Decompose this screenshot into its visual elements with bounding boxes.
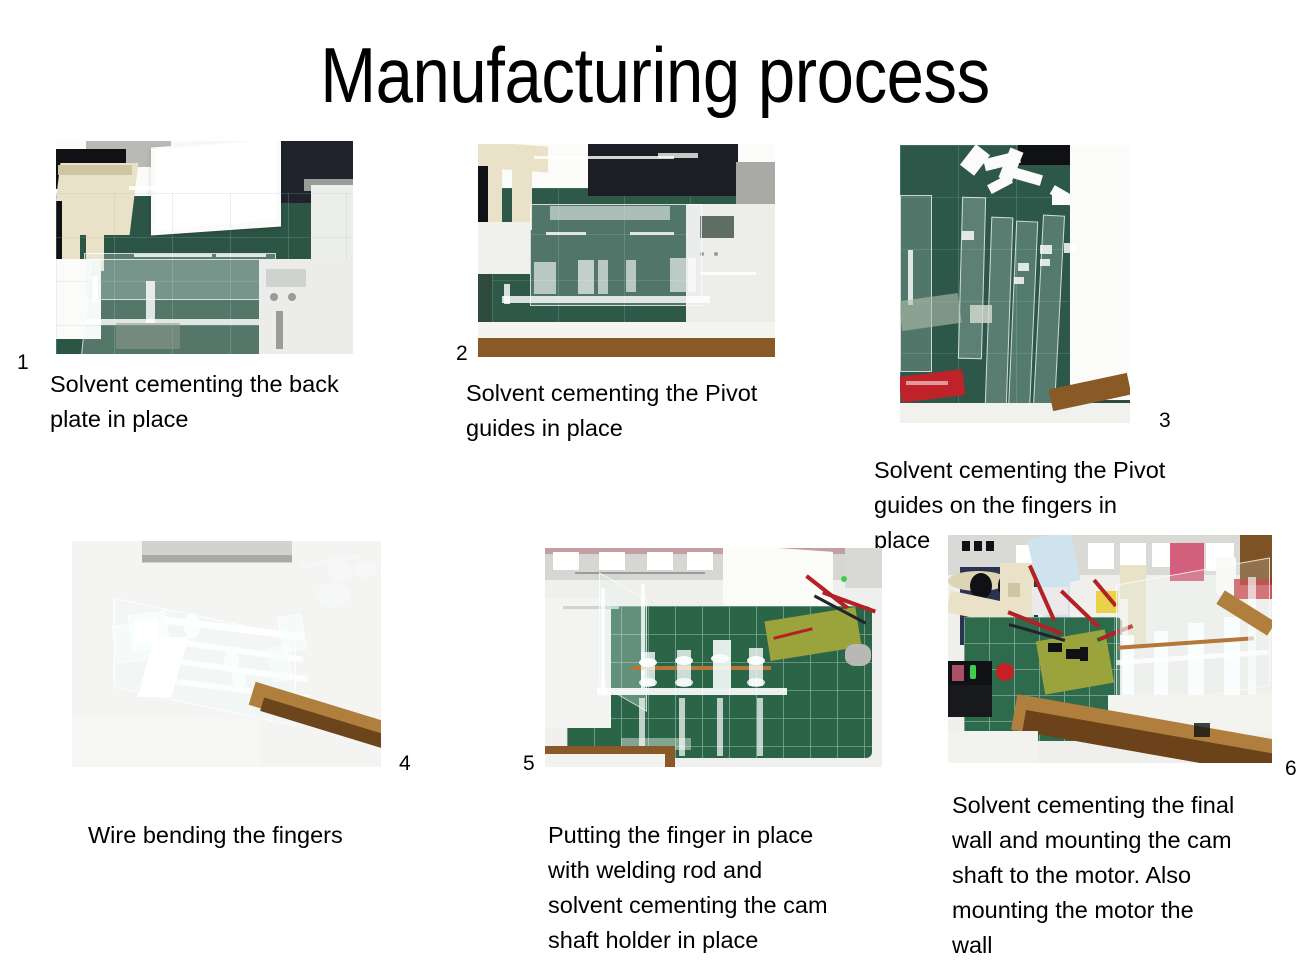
step-photo-4	[72, 541, 381, 767]
step-number-2: 2	[456, 342, 468, 365]
step-number-6: 6	[1285, 757, 1297, 780]
step-caption-5: Putting the finger in place with welding…	[548, 822, 828, 953]
step-photo-2	[478, 144, 775, 357]
step-number-4: 4	[399, 752, 411, 775]
step-caption-4: Wire bending the fingers	[88, 822, 343, 848]
step-caption-2: Solvent cementing the Pivot guides in pl…	[466, 380, 758, 441]
step-photo-6	[948, 535, 1272, 763]
step-caption-6: Solvent cementing the final wall and mou…	[952, 792, 1235, 958]
step-caption-1: Solvent cementing the back plate in plac…	[50, 371, 339, 432]
step-photo-5	[545, 548, 882, 767]
step-photo-3	[900, 145, 1130, 436]
step-number-3: 3	[1159, 409, 1171, 432]
step-photo-1	[56, 141, 353, 354]
step-number-1: 1	[17, 351, 29, 374]
step-caption-3: Solvent cementing the Pivot guides on th…	[874, 457, 1166, 553]
step-number-5: 5	[523, 752, 535, 775]
page-title: Manufacturing process	[320, 31, 990, 119]
